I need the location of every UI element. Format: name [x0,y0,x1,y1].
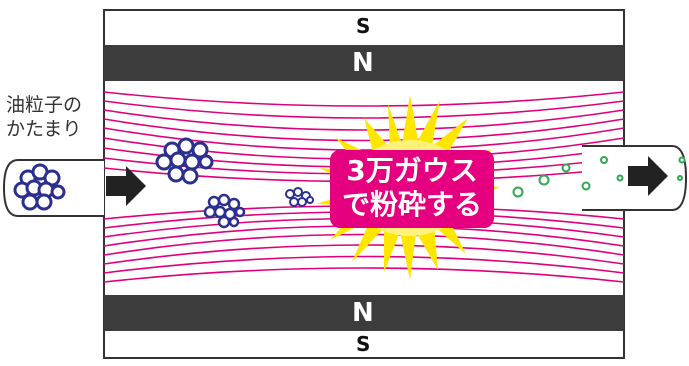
right-arrow-icon [106,166,146,206]
oil-particle-cluster-large [155,137,214,185]
pole-label-s-bottom: S [356,332,371,356]
fine-oil-particles [512,156,686,198]
pole-label-n-top: N [352,48,374,78]
oil-particle-cluster-medium [203,193,246,229]
oil-cluster-label-line1: 油粒子の [6,94,83,116]
pole-label-n-bottom: N [352,298,374,328]
right-arrow-icon [628,156,668,196]
north-magnet-top [104,45,624,81]
crush-badge-line2: で粉砕する [341,188,482,221]
crush-badge-text: 3万ガウス で粉砕する [330,154,494,222]
north-magnet-bottom [104,295,624,331]
crush-badge-line1: 3万ガウス [346,154,478,187]
crush-badge [330,150,494,228]
oil-cluster-label: 油粒子の かたまり [6,93,82,141]
oil-cluster-label-line2: かたまり [6,118,82,140]
pole-label-s-top: S [356,14,371,38]
oil-particle-cluster-inlet [13,163,66,211]
oil-particle-cluster-small [285,187,314,207]
